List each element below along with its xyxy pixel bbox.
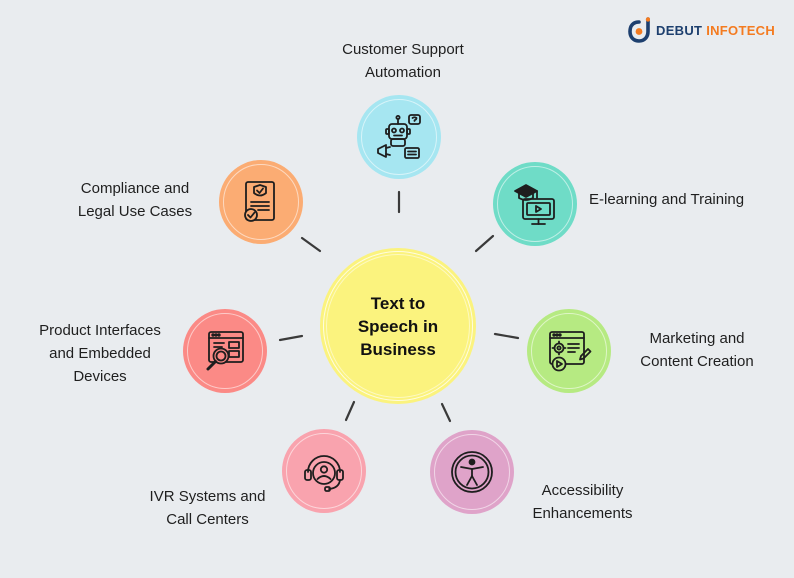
graduation-monitor-icon — [514, 184, 555, 225]
node-product-interfaces — [183, 309, 267, 393]
content-gear-icon — [549, 331, 592, 372]
headset-agent-icon — [304, 455, 344, 492]
connector-e-learning — [474, 234, 495, 253]
node-ivr — [282, 429, 366, 513]
legal-document-icon — [244, 181, 275, 222]
node-accessibility — [430, 430, 514, 514]
connector-ivr — [344, 400, 356, 422]
connector-marketing — [493, 332, 520, 340]
label-marketing: Marketing and Content Creation — [640, 330, 754, 370]
brand-name: DEBUT INFOTECH — [656, 22, 776, 38]
label-ivr: IVR Systems and Call Centers — [149, 488, 266, 528]
accessibility-person-icon — [451, 451, 493, 493]
node-marketing — [527, 309, 611, 393]
label-e-learning: E-learning and Training — [589, 191, 745, 208]
connector-product-interfaces — [278, 334, 304, 342]
robot-icon — [377, 114, 421, 159]
brand-logo: DEBUT INFOTECH — [628, 17, 775, 43]
node-customer-support — [357, 95, 441, 179]
debut-infotech-logo-icon — [628, 17, 650, 43]
central-topic: Text to Speech in Business — [320, 248, 476, 404]
central-topic-label: Text to Speech in Business — [357, 293, 439, 359]
node-e-learning — [493, 162, 577, 246]
browser-search-icon — [206, 331, 244, 371]
label-accessibility: Accessibility Enhancements — [532, 482, 633, 522]
label-product-interfaces: Product Interfaces and Embedded Devices — [39, 322, 161, 385]
label-customer-support: Customer Support Automation — [342, 41, 464, 81]
connector-accessibility — [440, 402, 452, 423]
label-compliance: Compliance and Legal Use Cases — [77, 180, 193, 220]
node-compliance — [219, 160, 303, 244]
connector-compliance — [300, 236, 322, 253]
